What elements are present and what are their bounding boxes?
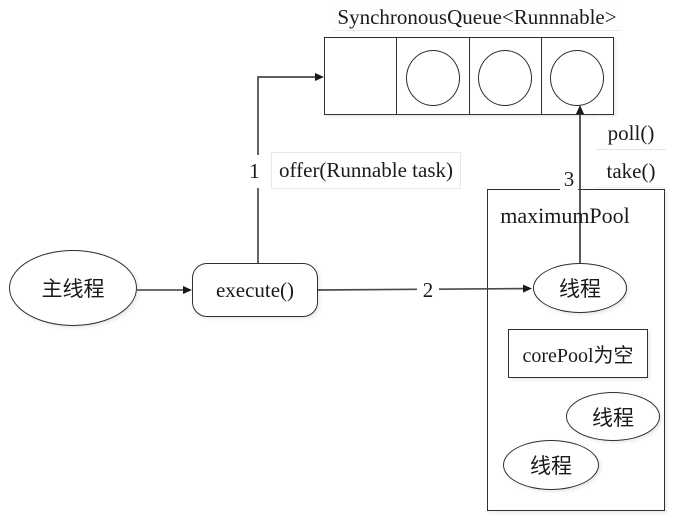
main-thread-label: 主线程 [41, 277, 105, 301]
core-pool-empty-box: corePool为空 [508, 329, 648, 378]
thread-ellipse-3: 线程 [503, 440, 599, 490]
step-3-label: 3 [560, 166, 578, 193]
synchronous-queue-box [324, 37, 614, 115]
task-circle [405, 49, 460, 106]
task-circle [478, 49, 533, 106]
maximum-pool-label: maximumPool [500, 203, 630, 228]
offer-label: offer(Runnable task) [271, 152, 461, 189]
queue-cell [396, 38, 468, 114]
thread-ellipse-1: 线程 [533, 263, 627, 313]
queue-cell [468, 38, 541, 114]
execute-box: execute() [192, 263, 318, 317]
task-circle [550, 49, 605, 106]
diagram-title: SynchronousQueue<Runnnable> [333, 4, 621, 31]
take-label: take() [596, 155, 666, 188]
queue-cell-empty [325, 38, 396, 114]
thread-label: 线程 [592, 405, 634, 430]
poll-label: poll() [596, 117, 666, 150]
main-thread-ellipse: 主线程 [9, 250, 137, 326]
core-pool-empty-label: corePool为空 [522, 345, 634, 367]
step-2-label: 2 [417, 274, 439, 306]
thread-ellipse-2: 线程 [566, 392, 660, 441]
queue-cell [540, 38, 613, 114]
step-1-label: 1 [243, 155, 266, 188]
thread-label: 线程 [559, 277, 601, 301]
thread-label: 线程 [530, 454, 572, 478]
execute-label: execute() [215, 277, 295, 302]
